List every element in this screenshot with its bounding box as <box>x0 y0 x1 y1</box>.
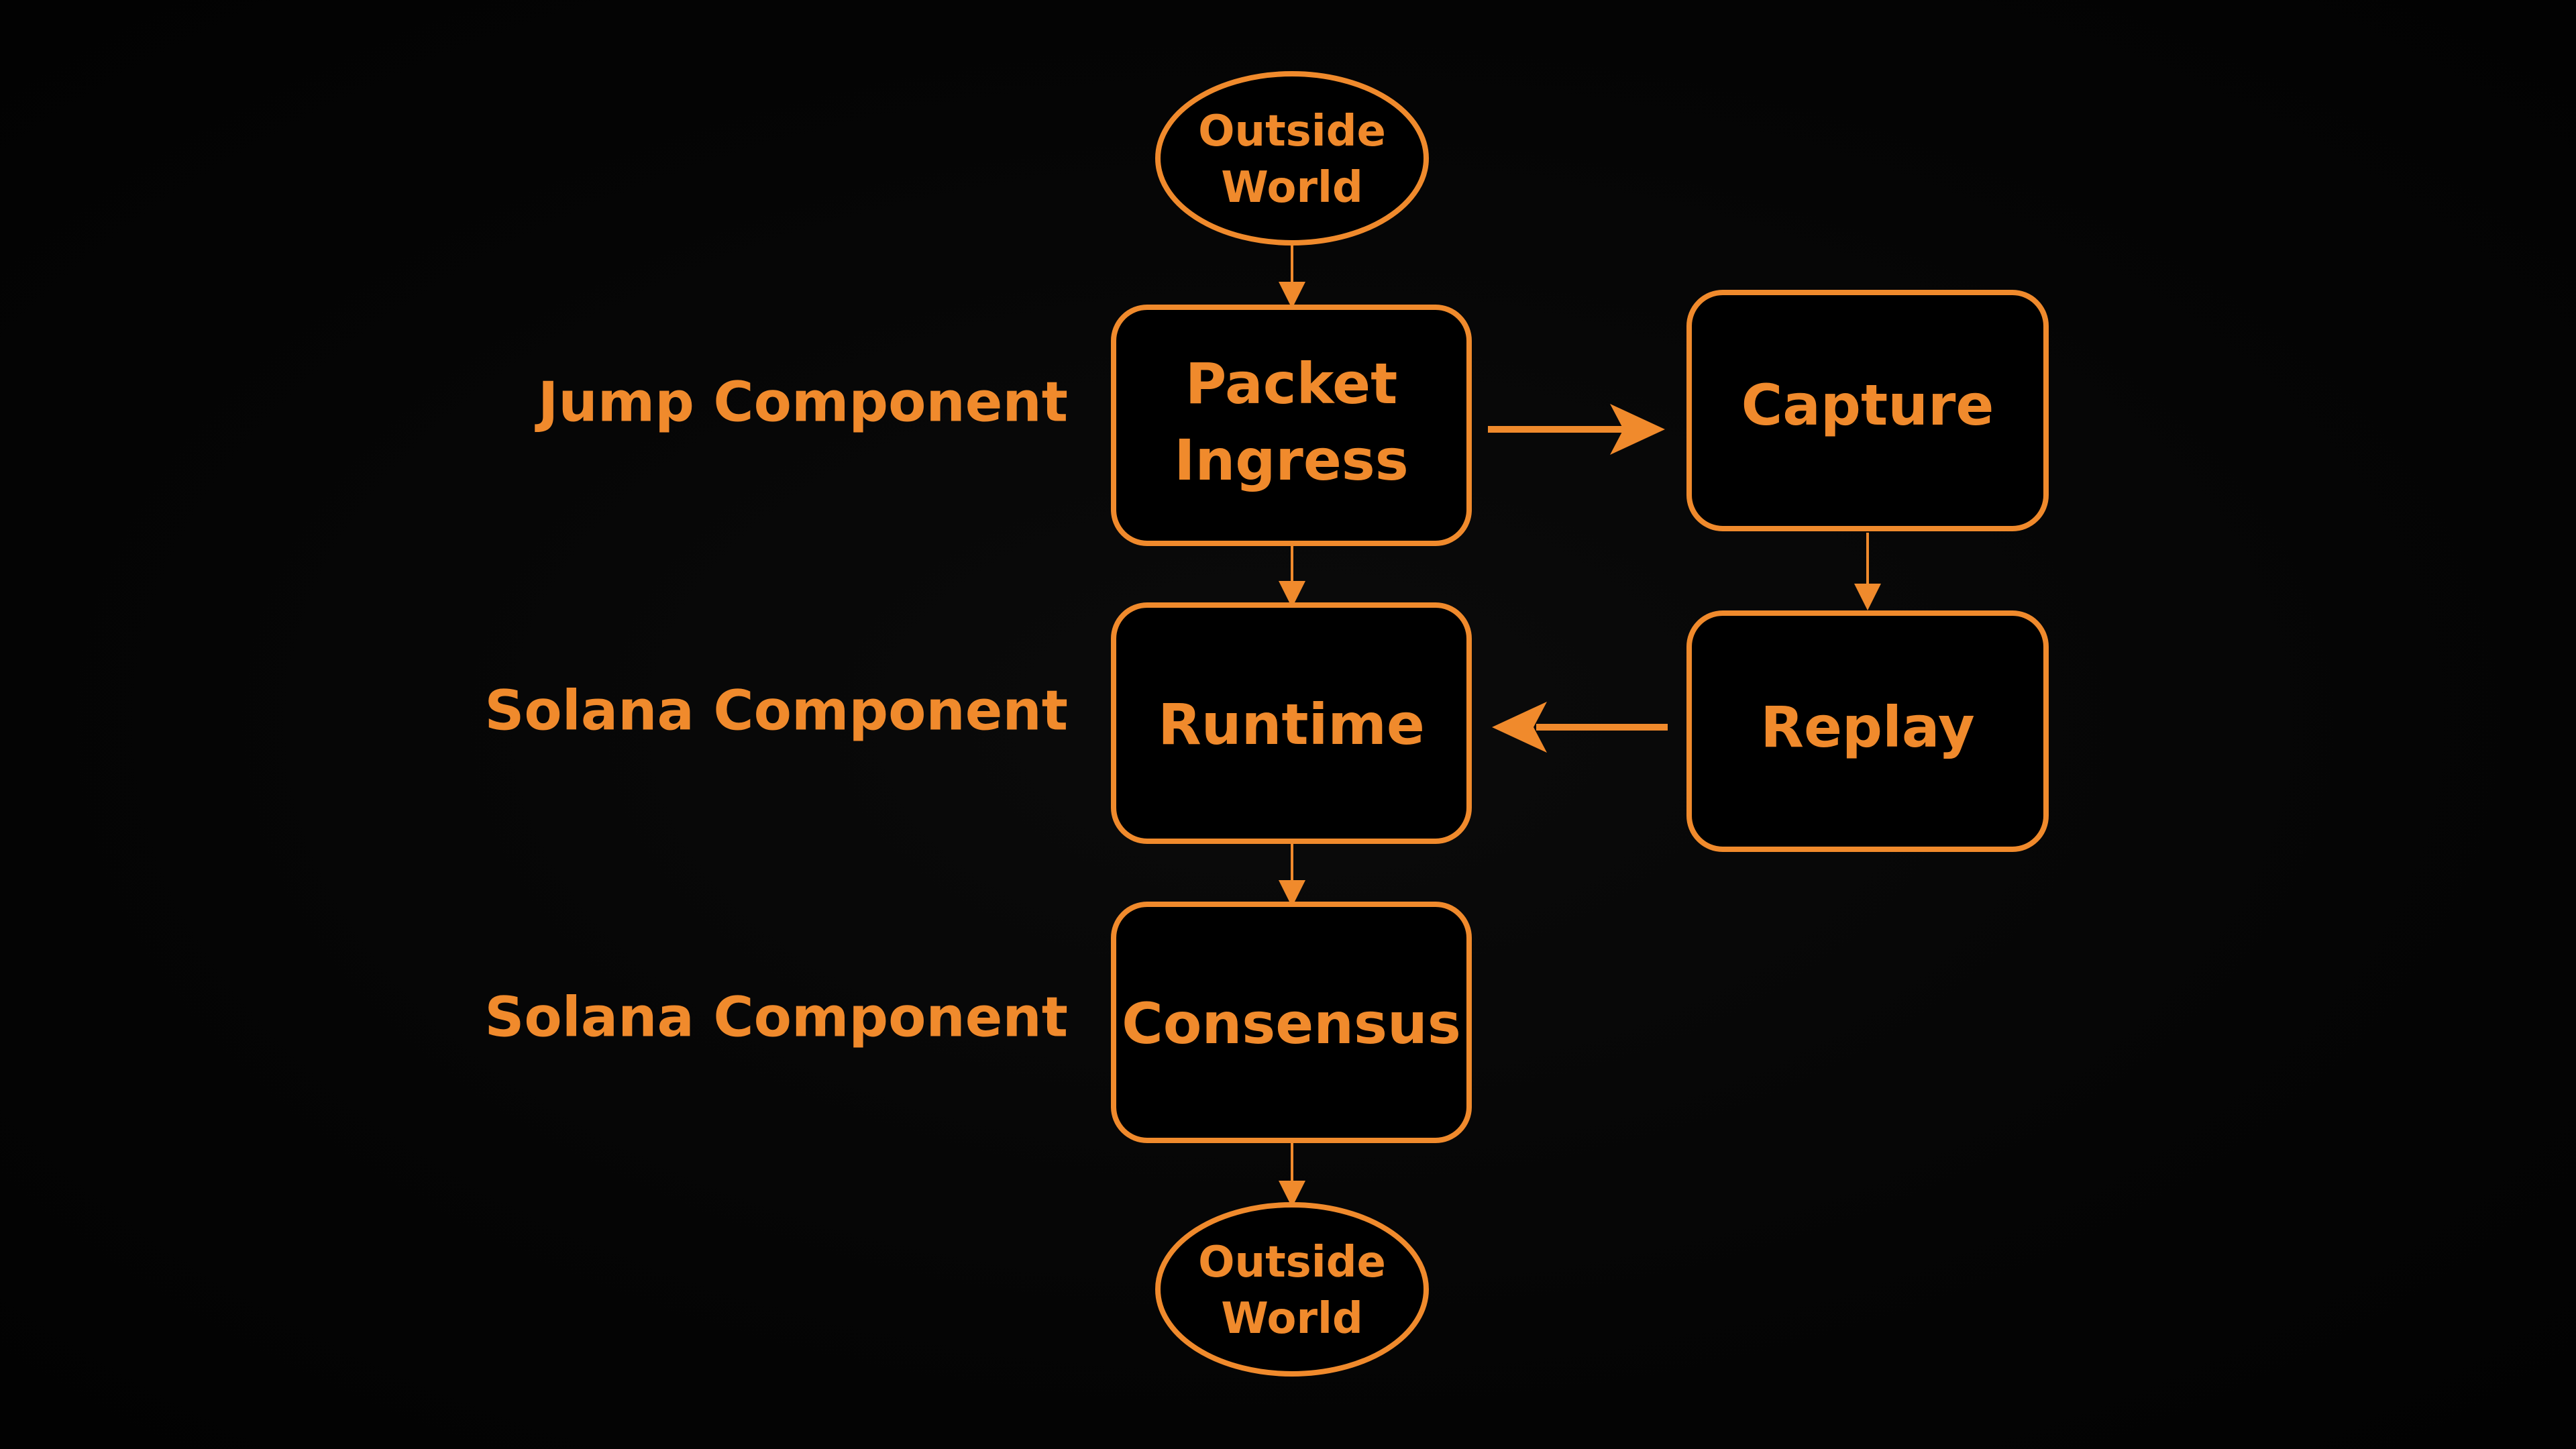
packet-ingress-node: Packet Ingress <box>1111 305 1472 546</box>
consensus-label: Consensus <box>1122 991 1461 1057</box>
capture-node: Capture <box>1686 290 2049 531</box>
replay-node: Replay <box>1686 610 2049 852</box>
replay-label: Replay <box>1760 694 1974 760</box>
runtime-node: Runtime <box>1111 602 1472 844</box>
consensus-node: Consensus <box>1111 902 1472 1143</box>
arrow-replay-to-runtime <box>1492 702 1668 753</box>
arrow-ingress-to-capture <box>1488 404 1665 455</box>
capture-label: Capture <box>1741 372 1994 438</box>
packet-ingress-line2: Ingress <box>1174 427 1409 493</box>
outside-world-bottom-node: Outside World <box>1155 1202 1429 1377</box>
runtime-label: Runtime <box>1158 692 1425 757</box>
solana-component-label-runtime: Solana Component <box>484 680 1068 743</box>
outside-world-bottom-line1: Outside <box>1198 1238 1386 1287</box>
outside-world-top-node: Outside World <box>1155 71 1429 246</box>
solana-component-label-consensus: Solana Component <box>484 986 1068 1050</box>
jump-component-label: Jump Component <box>535 371 1068 435</box>
outside-world-bottom-line2: World <box>1221 1294 1363 1344</box>
outside-world-top-line2: World <box>1221 163 1363 213</box>
packet-ingress-line1: Packet <box>1185 351 1398 417</box>
outside-world-top-line1: Outside <box>1198 107 1386 156</box>
